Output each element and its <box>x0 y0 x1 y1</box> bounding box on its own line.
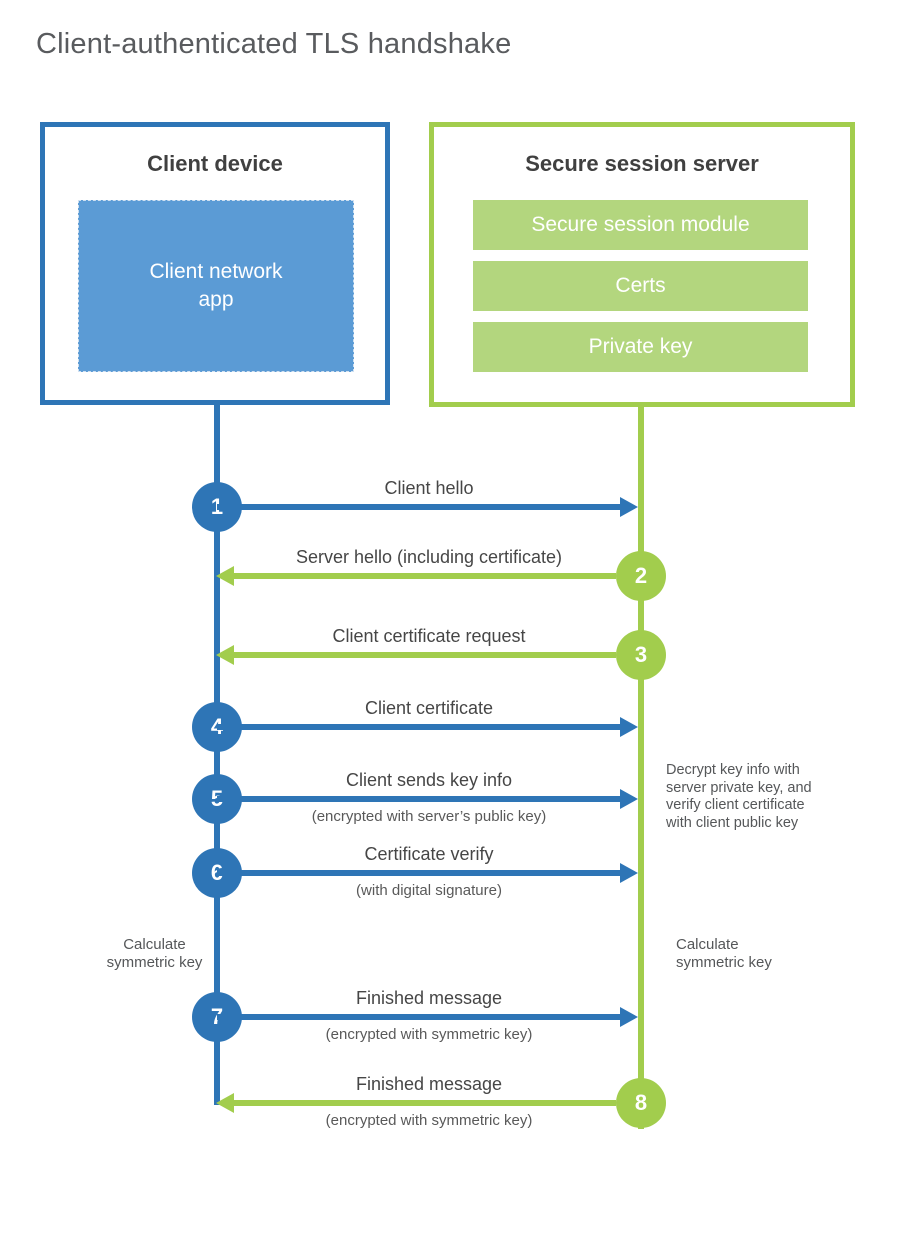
step-3: 3 Client certificate request <box>192 626 666 680</box>
step-5: 5 Client sends key info (encrypted with … <box>192 770 666 825</box>
server-box: Secure session server Secure session mod… <box>429 122 855 407</box>
arrow-head-left-icon <box>216 566 234 586</box>
client-lifeline <box>214 405 220 1105</box>
step-1-label: Client hello <box>384 478 474 498</box>
step-7: 7 Finished message (encrypted with symme… <box>192 988 666 1043</box>
arrow-line <box>217 796 620 802</box>
step-3-number-badge: 3 <box>616 630 666 680</box>
arrow-line <box>234 1100 616 1106</box>
step-2-number-badge: 2 <box>616 551 666 601</box>
server-lifeline <box>638 407 644 1129</box>
arrow-line <box>217 1014 620 1020</box>
arrow-head-right-icon <box>620 1007 638 1027</box>
arrow-head-left-icon <box>216 645 234 665</box>
arrow-head-left-icon <box>216 1093 234 1113</box>
step-8-label: Finished message <box>355 1074 503 1094</box>
decrypt-note: Decrypt key info with server private key… <box>666 762 812 831</box>
step-1: 1 Client hello <box>192 478 666 532</box>
step-7-sublabel: (encrypted with symmetric key) <box>325 1026 533 1043</box>
arrow-line <box>217 504 620 510</box>
step-2-label: Server hello (including certificate) <box>295 547 563 567</box>
server-module-secure-session: Secure session module <box>473 200 808 250</box>
arrow-head-right-icon <box>620 497 638 517</box>
arrow-head-right-icon <box>620 717 638 737</box>
client-network-app-node: Client network app <box>78 200 354 372</box>
step-8-number-badge: 8 <box>616 1078 666 1128</box>
step-6-sublabel: (with digital signature) <box>356 882 502 899</box>
step-4: 4 Client certificate <box>192 698 666 752</box>
client-device-title: Client device <box>147 151 283 176</box>
calculate-symmetric-key-note-client: Calculate symmetric key <box>106 936 203 971</box>
arrow-line <box>217 724 620 730</box>
server-title: Secure session server <box>525 151 759 176</box>
arrow-line <box>234 573 616 579</box>
client-device-box: Client device Client network app <box>40 122 390 405</box>
arrow-head-right-icon <box>620 789 638 809</box>
server-module-certs: Certs <box>473 261 808 311</box>
step-6: 6 Certificate verify (with digital signa… <box>192 844 666 899</box>
step-7-label: Finished message <box>355 988 503 1008</box>
step-5-sublabel: (encrypted with server’s public key) <box>311 808 547 825</box>
arrow-line <box>217 870 620 876</box>
step-4-label: Client certificate <box>364 698 494 718</box>
page-title: Client-authenticated TLS handshake <box>36 28 512 60</box>
arrow-line <box>234 652 616 658</box>
step-2: 2 Server hello (including certificate) <box>192 547 666 601</box>
calculate-symmetric-key-note-server: Calculate symmetric key <box>676 936 772 971</box>
step-6-label: Certificate verify <box>364 844 494 864</box>
step-8: 8 Finished message (encrypted with symme… <box>192 1074 666 1129</box>
step-3-label: Client certificate request <box>332 626 526 646</box>
step-5-label: Client sends key info <box>345 770 513 790</box>
arrow-head-right-icon <box>620 863 638 883</box>
step-8-sublabel: (encrypted with symmetric key) <box>325 1112 533 1129</box>
server-module-private-key: Private key <box>473 322 808 372</box>
